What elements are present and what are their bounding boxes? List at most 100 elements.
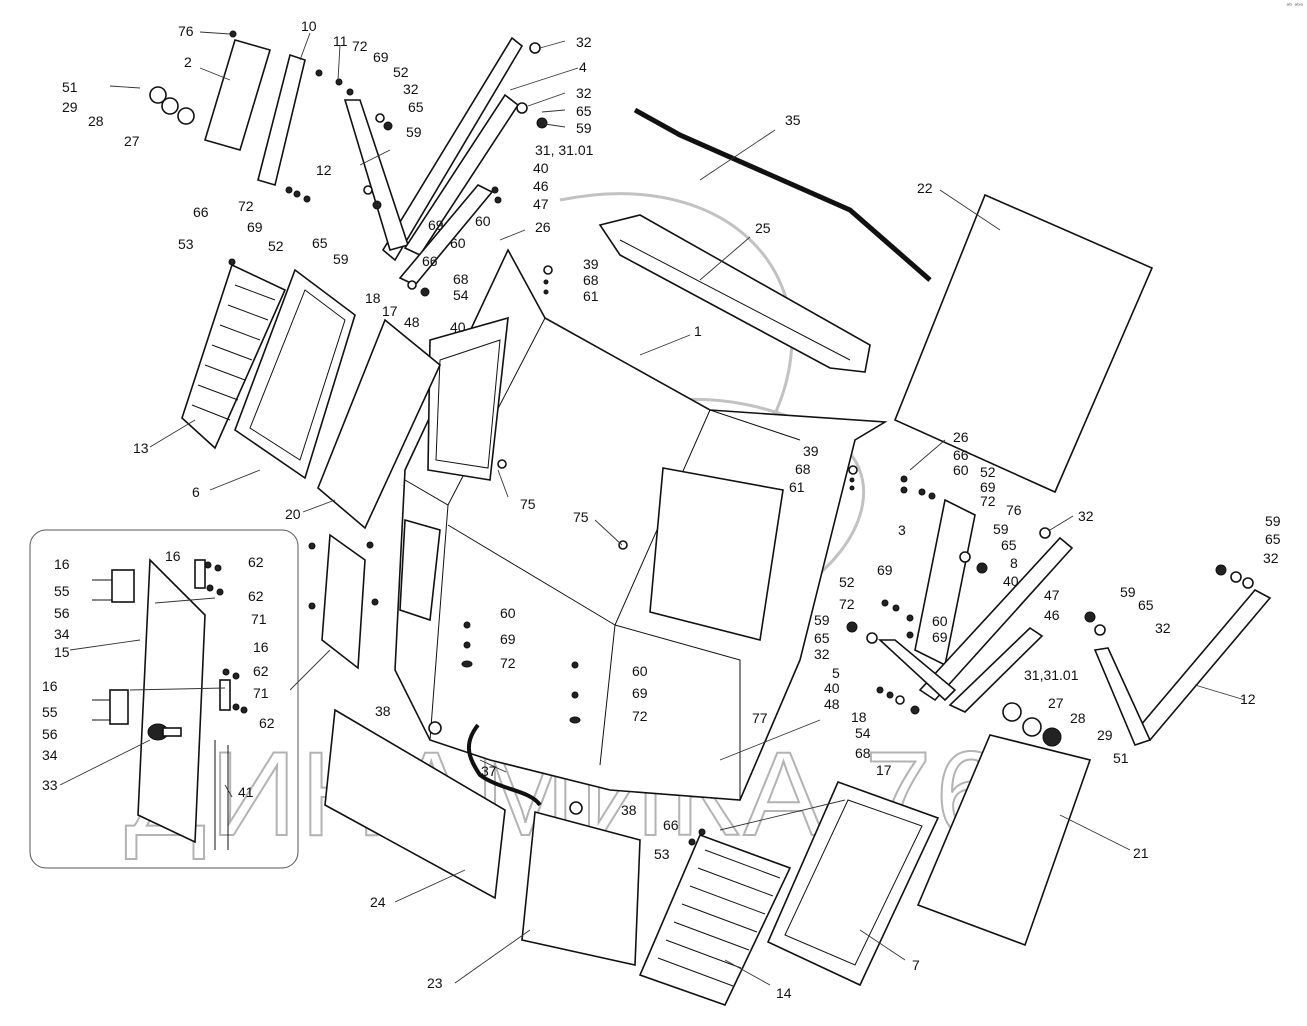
label-60: 60 — [932, 613, 948, 629]
detail-inset — [29, 529, 299, 869]
label-66: 66 — [422, 253, 438, 269]
label-12: 12 — [1240, 691, 1256, 707]
label-32: 32 — [1263, 550, 1279, 566]
label-62: 62 — [253, 663, 269, 679]
label-40: 40 — [533, 160, 549, 176]
label-69: 69 — [632, 685, 648, 701]
label-65: 65 — [576, 103, 592, 119]
label-16: 16 — [253, 639, 269, 655]
label-27: 27 — [1048, 695, 1064, 711]
label-66: 66 — [193, 204, 209, 220]
label-59: 59 — [993, 521, 1009, 537]
label-72: 72 — [839, 596, 855, 612]
label-32: 32 — [576, 34, 592, 50]
label-17: 17 — [382, 303, 398, 319]
label-53: 53 — [178, 236, 194, 252]
label-46: 46 — [533, 178, 549, 194]
label-72: 72 — [500, 655, 516, 671]
label-60: 60 — [953, 462, 969, 478]
label-12: 12 — [316, 162, 332, 178]
door-panel-side — [321, 533, 366, 670]
arm-5 — [918, 536, 1074, 702]
label-61: 61 — [583, 288, 599, 304]
label-52: 52 — [839, 574, 855, 590]
label-75: 75 — [520, 496, 536, 512]
label-38: 38 — [375, 703, 391, 719]
part-labels: 76 10 11 72 69 52 32 65 59 2 51 29 28 27… — [42, 18, 1281, 1001]
label-10: 10 — [301, 18, 317, 34]
label-2: 2 — [184, 54, 192, 70]
label-65: 65 — [312, 235, 328, 251]
label-16: 16 — [165, 548, 181, 564]
label-52: 52 — [980, 464, 996, 480]
label-72: 72 — [980, 493, 996, 509]
label-62: 62 — [259, 715, 275, 731]
label-17: 17 — [876, 762, 892, 778]
label-46: 46 — [1044, 607, 1060, 623]
label-40: 40 — [450, 319, 466, 335]
label-60: 60 — [632, 663, 648, 679]
label-68: 68 — [583, 272, 599, 288]
cover-23 — [521, 810, 641, 966]
label-20: 20 — [285, 506, 301, 522]
grille-13 — [181, 263, 287, 450]
label-7: 7 — [912, 957, 920, 973]
label-55: 55 — [54, 583, 70, 599]
label-18: 18 — [851, 709, 867, 725]
label-14: 14 — [776, 985, 792, 1001]
label-69: 69 — [428, 217, 444, 233]
frame-7 — [766, 780, 940, 987]
label-26: 26 — [535, 219, 551, 235]
label-22: 22 — [917, 180, 933, 196]
hose-37 — [466, 723, 542, 807]
grille-13-slats — [191, 284, 276, 421]
label-25: 25 — [755, 220, 771, 236]
seal-strip-35 — [633, 107, 932, 282]
label-32: 32 — [1155, 620, 1171, 636]
label-31-31-01: 31, 31.01 — [535, 142, 594, 158]
hood-body — [394, 248, 888, 801]
label-29: 29 — [62, 99, 78, 115]
label-71: 71 — [251, 611, 267, 627]
label-5: 5 — [832, 665, 840, 681]
label-62: 62 — [248, 554, 264, 570]
label-24: 24 — [370, 894, 386, 910]
label-27: 27 — [124, 133, 140, 149]
label-34: 34 — [54, 626, 70, 642]
label-59: 59 — [1265, 513, 1281, 529]
label-29: 29 — [1097, 727, 1113, 743]
leader-lines — [59, 31, 1246, 986]
arm-4 — [381, 36, 524, 262]
label-32: 32 — [403, 81, 419, 97]
label-68: 68 — [453, 271, 469, 287]
label-60: 60 — [475, 213, 491, 229]
label-56: 56 — [42, 726, 58, 742]
hinge-pieces — [92, 559, 231, 725]
label-68: 68 — [855, 745, 871, 761]
strut-31b — [948, 626, 1044, 713]
label-35: 35 — [785, 112, 801, 128]
label-69: 69 — [877, 562, 893, 578]
label-51: 51 — [1113, 750, 1129, 766]
label-66: 66 — [953, 447, 969, 463]
label-59: 59 — [406, 124, 422, 140]
label-37: 37 — [481, 763, 497, 779]
label-48: 48 — [404, 314, 420, 330]
label-52: 52 — [393, 64, 409, 80]
label-65: 65 — [1001, 537, 1017, 553]
label-15: 15 — [54, 644, 70, 660]
label-6: 6 — [192, 484, 200, 500]
label-65: 65 — [1138, 597, 1154, 613]
label-33: 33 — [42, 777, 58, 793]
label-55: 55 — [42, 704, 58, 720]
panel-22 — [893, 193, 1154, 494]
label-53: 53 — [654, 846, 670, 862]
label-34: 34 — [42, 747, 58, 763]
label-11: 11 — [333, 33, 348, 49]
label-59: 59 — [576, 120, 592, 136]
label-21: 21 — [1133, 845, 1149, 861]
label-48: 48 — [824, 696, 840, 712]
label-60: 60 — [450, 235, 466, 251]
